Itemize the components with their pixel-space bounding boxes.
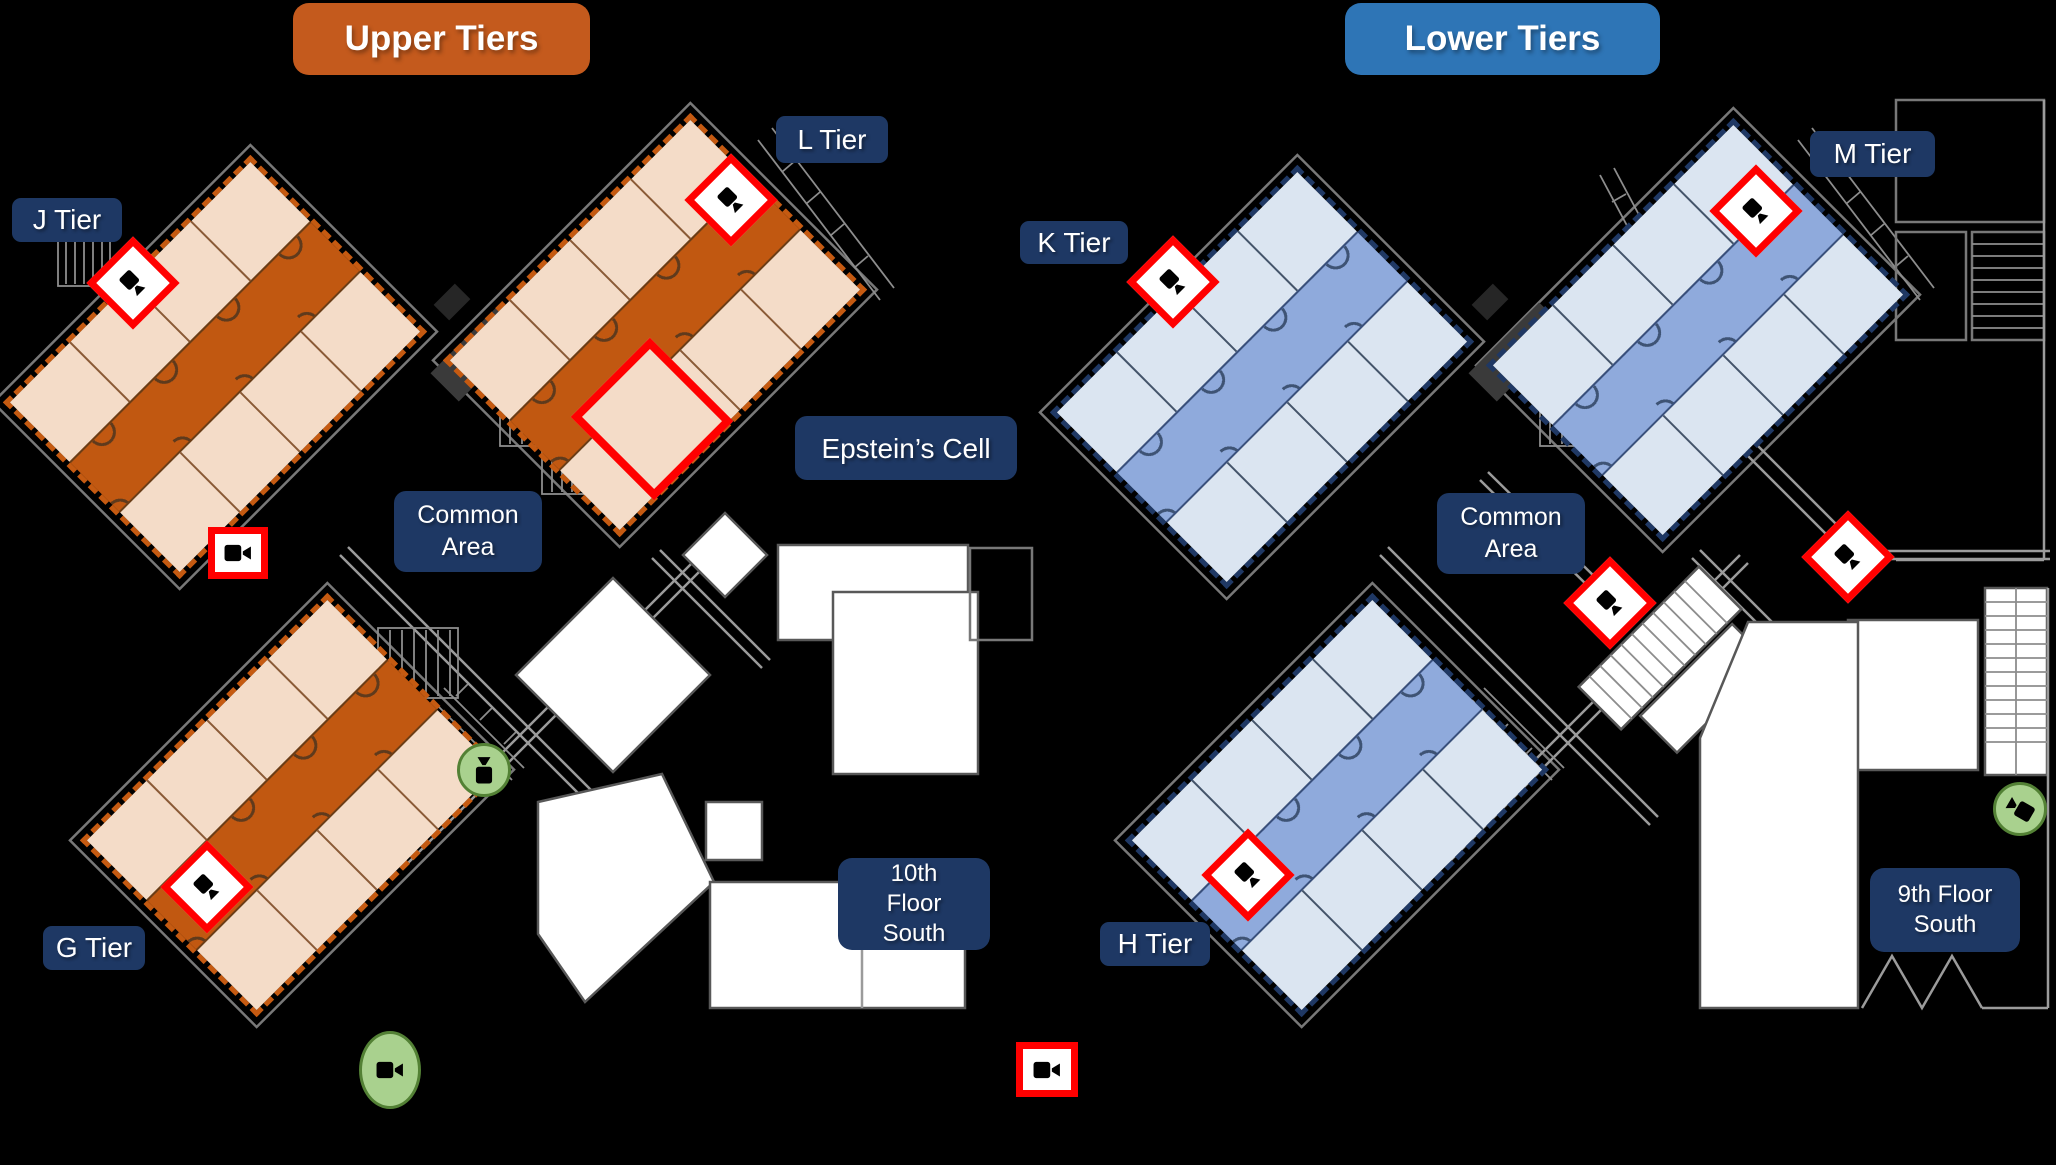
camera-marker-k [1126,235,1220,329]
floor-10-south-label: 10th Floor South [838,858,990,950]
tier-label-l-text: L Tier [797,123,867,155]
common-area-line2: Area [441,532,495,561]
camera-marker-9th-common-2 [1801,510,1895,604]
legend-green-camera-marker [359,1031,421,1109]
camera-marker-g [160,840,254,934]
video-camera-icon [717,186,744,213]
lower-tiers-badge: Lower Tiers [1345,3,1660,75]
tier-label-k-text: K Tier [1037,226,1111,258]
camera-marker-9th-common-1 [1563,556,1657,650]
tier-label-l: L Tier [776,116,888,163]
video-camera-icon [119,269,146,296]
video-camera-icon [1159,268,1186,295]
common-area-label-lower: Common Area [1437,493,1585,574]
rooms-9th [1698,98,2050,1011]
epsteins-cell-text: Epstein’s Cell [821,432,991,464]
floorplan-9th-south [1038,98,2050,1029]
floor9-line1: 9th Floor [1897,881,1993,908]
tier-label-m: M Tier [1810,131,1935,177]
tier-label-g: G Tier [43,926,145,970]
upper-tiers-badge: Upper Tiers [293,3,590,75]
tier-label-m-text: M Tier [1833,138,1912,169]
epsteins-cell-label: Epstein’s Cell [795,416,1017,480]
floor10-line3: South [882,920,946,947]
camera-marker-h [1201,828,1295,922]
floor10-line2: Floor [886,890,942,917]
video-camera-icon [1742,197,1769,224]
camera-marker-10th-common [208,527,268,579]
tier-label-k: K Tier [1020,221,1128,264]
tier-label-j: J Tier [12,198,122,242]
green-camera-marker-10th [457,743,511,797]
tier-label-j-text: J Tier [32,204,102,235]
tier-label-h: H Tier [1100,922,1210,966]
video-camera-icon [193,873,220,900]
video-camera-icon [1234,861,1261,888]
lower-tiers-badge-label: Lower Tiers [1404,19,1601,58]
common-area-line1: Common [1460,503,1562,532]
common-area-line1: Common [417,501,519,530]
video-camera-icon [475,757,493,784]
green-camera-marker-9th [1993,782,2047,836]
camera-marker-m [1709,164,1803,258]
video-camera-icon [1033,1061,1060,1078]
floor10-line1: 10th [890,860,938,887]
video-camera-icon [224,544,251,562]
tier-label-g-text: G Tier [55,932,133,963]
video-camera-icon [1834,543,1861,570]
upper-tiers-badge-label: Upper Tiers [344,19,539,58]
video-camera-icon [1596,589,1623,616]
floor9-line2: South [1913,911,1977,938]
common-area-line2: Area [1484,534,1538,563]
video-camera-icon [376,1061,403,1079]
video-camera-icon [2005,796,2035,822]
common-area-label-upper: Common Area [394,491,542,572]
tier-label-h-text: H Tier [1117,928,1193,959]
camera-marker-j [86,236,180,330]
legend-red-camera-marker [1016,1042,1078,1097]
camera-marker-l [684,153,778,247]
floor-9-south-label: 9th Floor South [1870,868,2020,952]
